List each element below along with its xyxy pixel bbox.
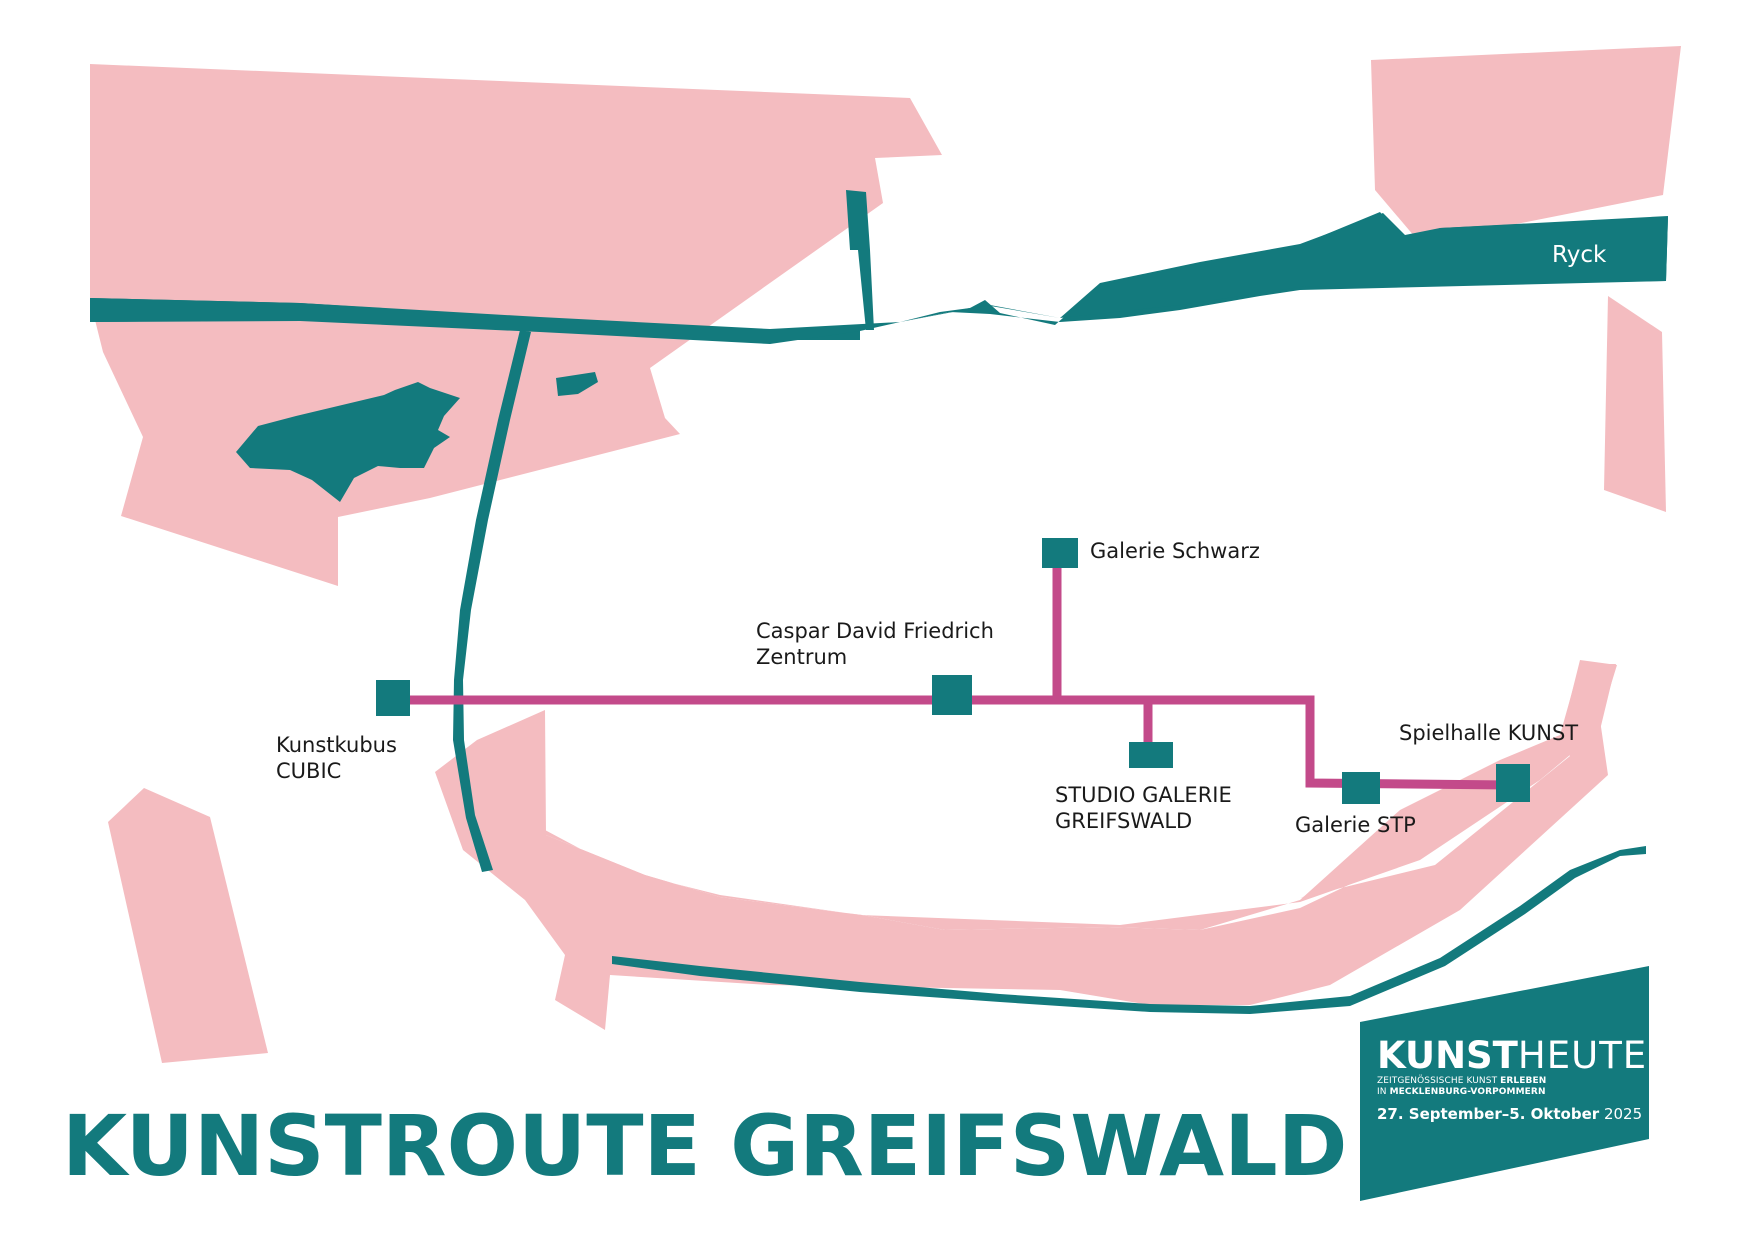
station-label-kunstkubus[interactable]: Kunstkubus CUBIC (276, 733, 397, 783)
badge-background (1360, 966, 1649, 1201)
route-main-line (392, 695, 1511, 790)
pond (556, 372, 598, 396)
station-label-studio[interactable]: STUDIO GALERIE GREIFSWALD (1055, 783, 1232, 833)
badge-subline-1: ZEITGENÖSSISCHE KUNST ERLEBEN (1377, 1076, 1647, 1087)
badge-subline-2: IN MECKLENBURG-VORPOMMERN (1377, 1087, 1647, 1098)
station-label-stp[interactable]: Galerie STP (1295, 813, 1416, 837)
badge-sub2-normal: IN (1377, 1087, 1390, 1097)
river-label-ryck: Ryck (1552, 242, 1607, 268)
land-area-southeast-strip-a (545, 664, 1616, 930)
water-features (90, 190, 1668, 1014)
badge-sub2-bold: MECKLENBURG-VORPOMMERN (1389, 1087, 1546, 1097)
badge-sub1-normal: ZEITGENÖSSISCHE KUNST (1377, 1076, 1501, 1086)
badge-head-thin: HEUTE (1517, 1034, 1648, 1077)
station-marker-spielhalle[interactable] (1496, 764, 1530, 802)
land-area-northeast (1371, 46, 1681, 243)
badge-date: 27. September–5. Oktober 2025 (1377, 1104, 1647, 1124)
badge-head-bold: KUNST (1377, 1034, 1518, 1077)
page-title: KUNSTROUTE GREIFSWALD (62, 1097, 1348, 1195)
land-area-east (1604, 296, 1666, 512)
badge-date-year: 2025 (1603, 1105, 1643, 1123)
station-marker-stp[interactable] (1342, 772, 1380, 804)
station-label-schwarz[interactable]: Galerie Schwarz (1090, 539, 1260, 563)
station-marker-studio[interactable] (1129, 742, 1173, 768)
kunstroute-path (392, 560, 1511, 790)
station-marker-kunstkubus[interactable] (376, 680, 410, 716)
land-area-southwest-strip (108, 788, 268, 1063)
land-areas (90, 46, 1681, 1063)
canal-west (453, 330, 531, 872)
tributary-north (846, 190, 874, 330)
land-area-southeast-strip (435, 660, 1617, 1030)
badge-text: KUNSTHEUTE ZEITGENÖSSISCHE KUNST ERLEBEN… (1377, 1036, 1647, 1124)
kunst-heute-badge (1360, 966, 1649, 1201)
badge-sub1-bold: ERLEBEN (1500, 1076, 1547, 1086)
station-markers (376, 538, 1530, 804)
station-marker-caspar[interactable] (932, 675, 972, 715)
lake (236, 382, 460, 502)
badge-date-range: 27. September–5. Oktober (1377, 1105, 1600, 1123)
station-label-caspar[interactable]: Caspar David Friedrich Zentrum (756, 619, 994, 669)
station-label-spielhalle[interactable]: Spielhalle KUNST (1399, 721, 1579, 745)
station-marker-schwarz[interactable] (1042, 538, 1078, 568)
river-ryck-main (90, 213, 1668, 344)
badge-headline: KUNSTHEUTE (1377, 1036, 1647, 1076)
